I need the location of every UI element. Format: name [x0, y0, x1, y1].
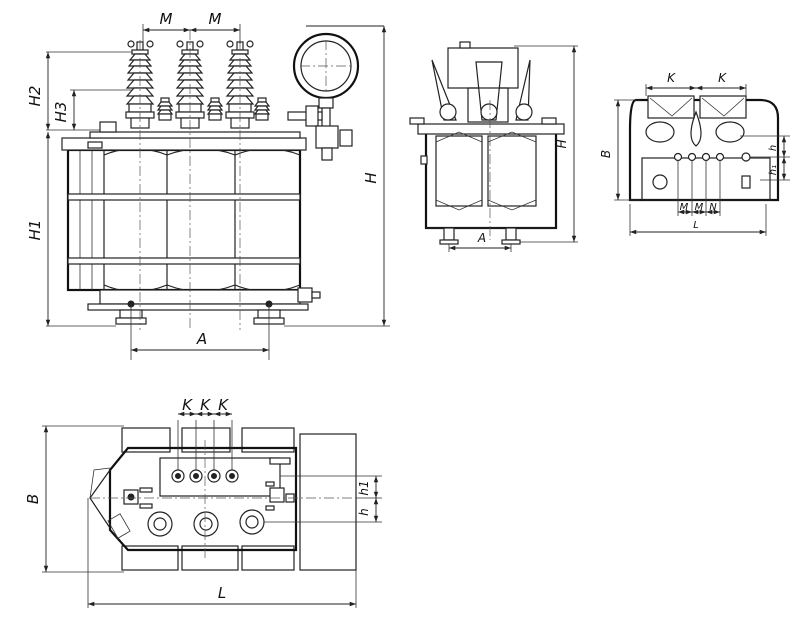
front-label-h3: H3 — [52, 102, 70, 123]
front-label-h2: H2 — [26, 86, 44, 107]
top-view: K K B h h₁ M M N L — [599, 71, 790, 236]
top-label-n: N — [709, 202, 717, 213]
plan-label-l: L — [218, 584, 226, 602]
front-tank — [66, 148, 302, 292]
top-label-m2: M — [695, 202, 704, 213]
front-label-m2: M — [209, 10, 222, 28]
top-label-b: B — [599, 150, 613, 158]
top-label-m1: M — [680, 202, 689, 213]
top-label-h1: h₁ — [768, 165, 779, 175]
side-view: H A — [409, 41, 578, 252]
front-label-a: A — [196, 330, 207, 348]
front-view: M M H2 H3 H1 H A — [26, 10, 390, 360]
side-label-a: A — [477, 231, 486, 245]
plan-label-h1: h1 — [357, 480, 371, 495]
plan-label-b: B — [24, 494, 42, 504]
front-label-m1: M — [160, 10, 173, 28]
front-label-h1: H1 — [26, 220, 44, 241]
top-label-l: L — [693, 220, 699, 231]
plan-label-k1: K — [182, 396, 193, 414]
top-label-k1: K — [667, 71, 676, 85]
side-label-h: H — [555, 139, 569, 148]
front-label-h: H — [362, 172, 380, 183]
top-label-h: h — [768, 145, 779, 151]
plan-label-h: h — [357, 508, 371, 516]
plan-label-k2: K — [200, 396, 211, 414]
plan-label-k3: K — [218, 396, 229, 414]
top-label-k2: K — [718, 71, 727, 85]
plan-view: K K K B h1 h L — [24, 396, 382, 608]
plan-conservator — [299, 433, 357, 571]
top-outline — [628, 98, 780, 202]
